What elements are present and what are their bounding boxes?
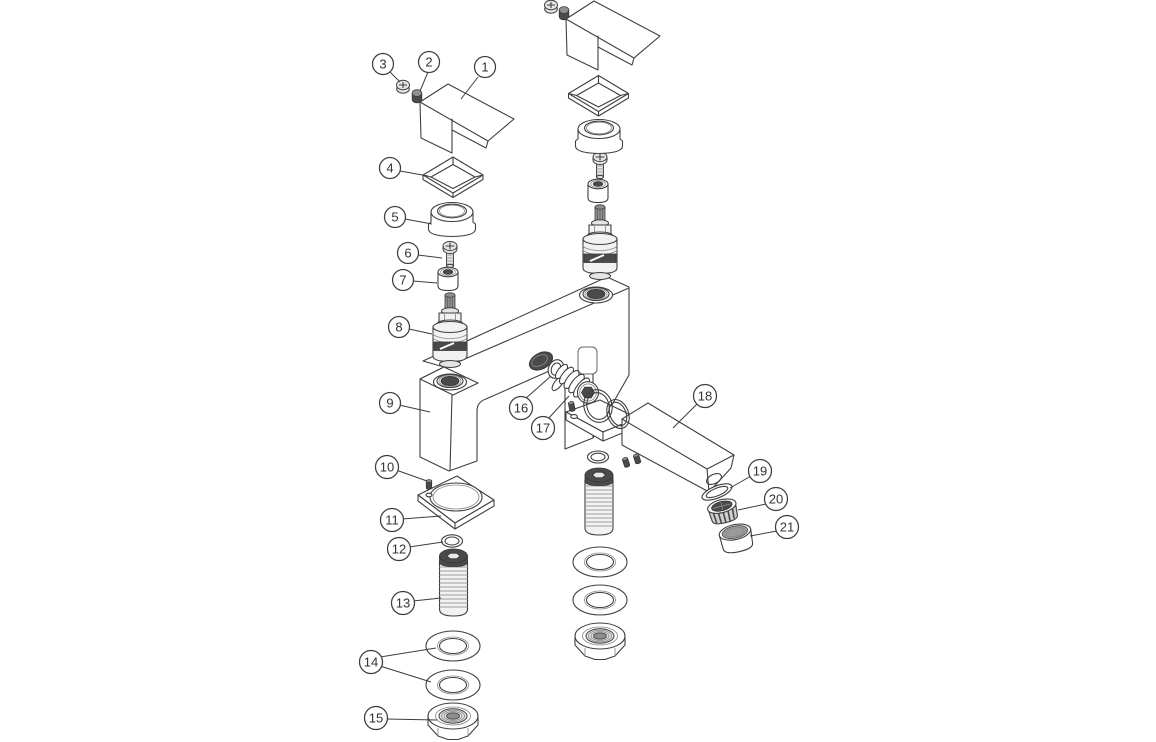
callout-circle bbox=[387, 315, 411, 339]
callout-circle bbox=[508, 395, 534, 421]
part-12-o-ring bbox=[440, 534, 464, 548]
spout-o-ring-loops bbox=[583, 389, 630, 430]
callout-number: 16 bbox=[514, 401, 528, 416]
callout-number: 5 bbox=[391, 210, 398, 225]
callout-circle bbox=[692, 383, 718, 409]
callout-13: 13 bbox=[390, 590, 416, 616]
callout-11: 11 bbox=[379, 507, 405, 533]
part-6-fixing-screw bbox=[442, 240, 458, 269]
callout-8: 8 bbox=[387, 315, 411, 339]
callout-number: 20 bbox=[769, 492, 783, 507]
callout-number: 2 bbox=[425, 55, 432, 70]
callout-number: 18 bbox=[698, 389, 712, 404]
right-collar bbox=[574, 118, 624, 155]
callout-12: 12 bbox=[386, 536, 412, 562]
callout-number: 17 bbox=[536, 421, 550, 436]
callout-circle bbox=[774, 514, 800, 540]
callout-2: 2 bbox=[417, 50, 441, 74]
callout-number: 21 bbox=[780, 520, 794, 535]
callout-number: 14 bbox=[364, 655, 378, 670]
callout-circle bbox=[379, 507, 405, 533]
right-handle bbox=[565, 0, 661, 71]
part-1-handle bbox=[419, 83, 515, 154]
part-11-base-plate bbox=[417, 475, 495, 530]
right-washer-1 bbox=[572, 546, 628, 578]
callout-number: 12 bbox=[392, 542, 406, 557]
callout-21: 21 bbox=[774, 514, 800, 540]
callout-circle bbox=[378, 156, 402, 180]
part-3-handle-screw bbox=[395, 79, 411, 94]
callout-15: 15 bbox=[363, 705, 389, 731]
callout-17: 17 bbox=[530, 415, 556, 441]
part-14-washer-1 bbox=[425, 630, 481, 662]
part-14-washer-2 bbox=[425, 669, 481, 701]
callout-circle bbox=[417, 50, 441, 74]
right-handle-screw bbox=[543, 0, 559, 14]
callout-number: 15 bbox=[369, 711, 383, 726]
callout-5: 5 bbox=[383, 205, 407, 229]
callout-number: 8 bbox=[395, 320, 402, 335]
part-21-aerator bbox=[718, 523, 754, 554]
spout-grub-screw-a bbox=[621, 456, 631, 469]
callout-circle bbox=[378, 391, 402, 415]
part-4-square-shroud bbox=[422, 156, 484, 199]
callout-circle bbox=[396, 241, 420, 265]
part-20-flow-straightener bbox=[707, 498, 738, 525]
callout-number: 1 bbox=[481, 60, 488, 75]
part-15-backnut bbox=[427, 702, 479, 741]
callout-7: 7 bbox=[391, 268, 415, 292]
callout-number: 6 bbox=[404, 246, 411, 261]
callout-number: 3 bbox=[379, 57, 386, 72]
leader-lines bbox=[379, 70, 778, 721]
part-8-valve-cartridge bbox=[432, 291, 468, 369]
callout-circle bbox=[473, 55, 497, 79]
callout-16: 16 bbox=[508, 395, 534, 421]
callout-14: 14 bbox=[358, 649, 384, 675]
callout-number: 10 bbox=[380, 460, 394, 475]
right-threaded-shank bbox=[584, 467, 614, 536]
right-washer-2 bbox=[572, 584, 628, 616]
callout-number: 7 bbox=[399, 273, 406, 288]
right-bush bbox=[587, 178, 609, 204]
part-19-washer bbox=[701, 483, 733, 501]
callout-1: 1 bbox=[473, 55, 497, 79]
callout-6: 6 bbox=[396, 241, 420, 265]
callout-number: 11 bbox=[385, 513, 399, 528]
callout-number: 4 bbox=[386, 161, 393, 176]
callout-number: 19 bbox=[753, 464, 767, 479]
callout-circle bbox=[386, 536, 412, 562]
callout-10: 10 bbox=[374, 454, 400, 480]
callout-20: 20 bbox=[763, 486, 789, 512]
right-square-shroud bbox=[567, 74, 630, 117]
callout-circle bbox=[374, 454, 400, 480]
callout-circle bbox=[530, 415, 556, 441]
part-5-collar bbox=[427, 201, 477, 238]
callout-circle bbox=[747, 458, 773, 484]
callout-circle bbox=[358, 649, 384, 675]
callout-9: 9 bbox=[378, 391, 402, 415]
callout-circle bbox=[371, 52, 395, 76]
part-10-grub-screw bbox=[425, 479, 433, 490]
callout-circle bbox=[391, 268, 415, 292]
right-fixing-column bbox=[572, 450, 628, 661]
callout-number: 13 bbox=[396, 596, 410, 611]
part-18-spout bbox=[621, 402, 735, 493]
part-2-handle-ferrule bbox=[411, 89, 423, 104]
callout-circle bbox=[383, 205, 407, 229]
part-7-bush bbox=[437, 266, 459, 292]
callout-circle bbox=[363, 705, 389, 731]
part-13-threaded-shank bbox=[438, 548, 469, 617]
callout-19: 19 bbox=[747, 458, 773, 484]
right-valve-cartridge bbox=[582, 203, 618, 281]
callout-18: 18 bbox=[692, 383, 718, 409]
callouts: 1 2 3 4 5 6 7 8 bbox=[358, 50, 800, 731]
callout-4: 4 bbox=[378, 156, 402, 180]
callout-number: 9 bbox=[386, 396, 393, 411]
right-fixing-screw bbox=[592, 151, 608, 180]
callout-circle bbox=[390, 590, 416, 616]
callout-circle bbox=[763, 486, 789, 512]
callout-3: 3 bbox=[371, 52, 395, 76]
right-backnut bbox=[574, 622, 626, 661]
